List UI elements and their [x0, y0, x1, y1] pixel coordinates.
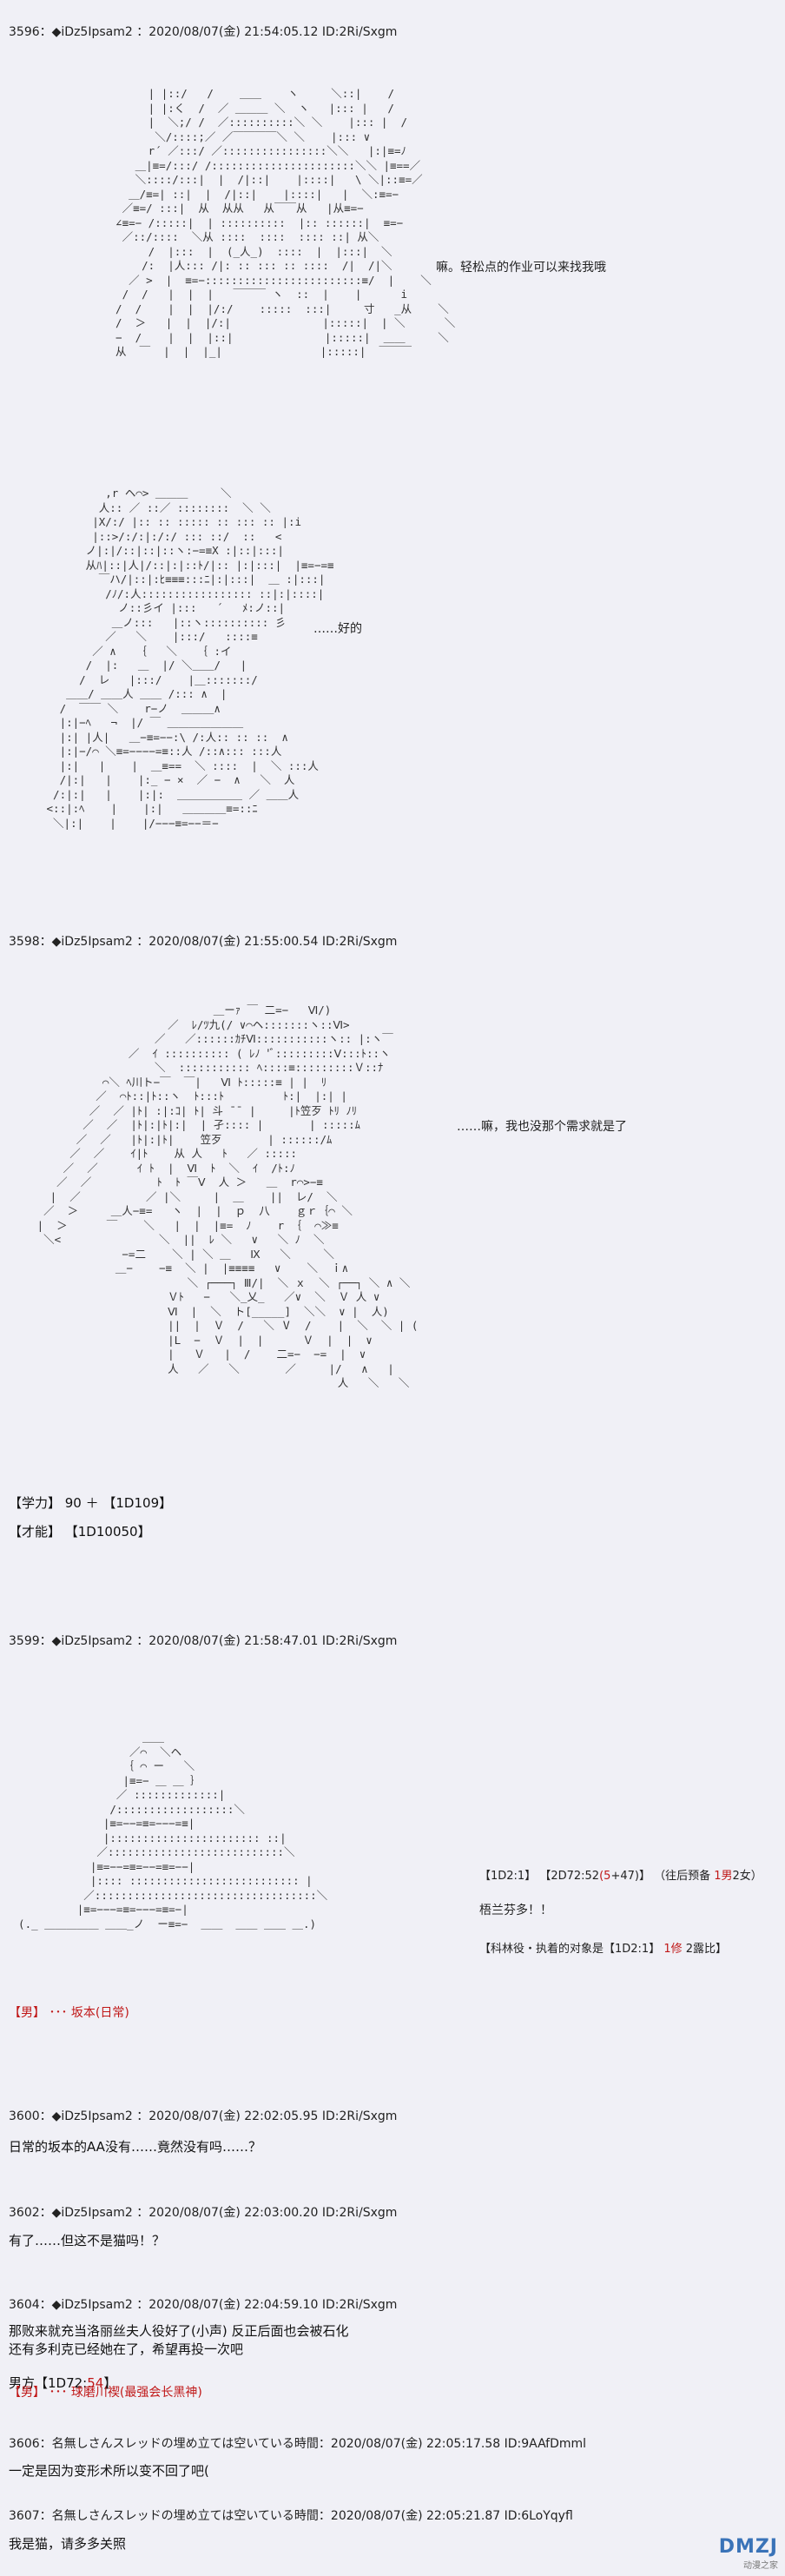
- side-text-3598: ……嘛，我也没那个需求就是了: [457, 1120, 627, 1134]
- dice-roll-male: 1男: [714, 1870, 733, 1883]
- dice-roll-female: 2女: [732, 1870, 751, 1883]
- ascii-art-cat-silhouette: ＿＿ ／⌒ ＼ヘ ｛ ⌒ ー ＼ |≡=− ＿ ＿ ｝ ／ ::::::::::…: [18, 1731, 328, 1930]
- side-text-3596-a: 嘛。轻松点的作业可以来找我哦: [436, 261, 606, 275]
- name-line: 梧兰芬多！！: [479, 1904, 552, 1917]
- roll-value-3604: 54: [87, 2375, 104, 2391]
- dice-roll-end: ）: [750, 1870, 762, 1883]
- post-header-3600: 3600：◆iDz5Ipsam2 ：2020/08/07(金) 22:02:05…: [9, 2109, 398, 2123]
- post-header-3606: 3606：名無しさんスレッドの埋め立ては空いている時間：2020/08/07(金…: [9, 2437, 587, 2451]
- post-body-3604-2: 还有多利克已经她在了，希望再投一次吧: [9, 2341, 244, 2357]
- ascii-art-hooded-figure: | |::/ / ＿＿ ヽ ＼::| / | |:く / ／ ＿＿＿ ＼ ヽ |…: [115, 87, 456, 358]
- watermark-logo-text: DMZJ: [718, 2536, 778, 2558]
- target-prefix: 【科林役・执着的对象是【1D2:1】: [479, 1943, 664, 1956]
- roll-prefix-3604: 男方【1D72:: [9, 2375, 88, 2391]
- post-body-3606: 一定是因为变形术所以变不回了吧(: [9, 2463, 209, 2479]
- post-body-3604-3: 男方【1D72:54】: [9, 2358, 116, 2392]
- post-body-3604-1: 那败来就充当洛丽丝夫人役好了(小声) 反正后面也会被石化: [9, 2323, 349, 2339]
- ascii-art-boy-with-bat: ＿ーｧ ￣ 二=− Ⅵ/) ／ ﾚ/ﾂ九(/ ∨⌒ヘ:::::::ヽ::Ⅵ> ／…: [36, 1003, 419, 1389]
- post-header-3604: 3604：◆iDz5Ipsam2 ：2020/08/07(金) 22:04:59…: [9, 2298, 398, 2312]
- post-body-3607: 我是猫，请多多关照: [9, 2536, 127, 2552]
- dice-roll-prefix: 【1D2:1】 【2D72:52: [479, 1870, 600, 1883]
- post-header-3599: 3599：◆iDz5Ipsam2 ：2020/08/07(金) 21:58:47…: [9, 1634, 398, 1648]
- stat-academic: 【学力】 90 ＋ 【1D109】: [9, 1495, 173, 1511]
- post-header-3598: 3598：◆iDz5Ipsam2 ：2020/08/07(金) 21:55:00…: [9, 935, 398, 949]
- ascii-art-seated-girl: ,r ヘ⌒> ＿＿＿ ＼ 人:: ／ ::／ :::::::: ＼ ＼ |X/:…: [46, 487, 334, 830]
- side-text-3596-b: ……好的: [313, 622, 362, 636]
- post-body-3602: 有了……但这不是猫吗！？: [9, 2233, 166, 2248]
- male-tag-3599: 【男】 ･･･ 坂本(日常): [9, 2006, 129, 2020]
- stat-talent: 【才能】 【1D10050】: [9, 1524, 151, 1540]
- target-option-2: 2露比: [682, 1943, 716, 1956]
- dice-roll-line: 【1D2:1】 【2D72:52(5+47)】 （往后预备 1男2女）: [479, 1853, 762, 1883]
- dice-roll-suffix: +47)】 （往后预备: [610, 1870, 715, 1883]
- post-body-3600: 日常的坂本的AA没有……竟然没有吗……？: [9, 2139, 261, 2155]
- watermark-sub-text: 动漫之家: [743, 2561, 778, 2571]
- target-option-1: 1修: [663, 1943, 683, 1956]
- roll-end-3604: 】: [103, 2375, 117, 2391]
- post-header-3607: 3607：名無しさんスレッドの埋め立ては空いている時間：2020/08/07(金…: [9, 2509, 573, 2523]
- target-end: 】: [716, 1943, 728, 1956]
- male-tag-3604: 【男】 ･･･ 球磨川禊(最强会长黑神): [9, 2386, 202, 2400]
- site-watermark: DMZJ 动漫之家: [719, 2536, 778, 2571]
- post-header-3602: 3602：◆iDz5Ipsam2 ：2020/08/07(金) 22:03:00…: [9, 2206, 398, 2220]
- dice-roll-mid: (5: [599, 1870, 611, 1883]
- post-header-3596: 3596：◆iDz5Ipsam2 ：2020/08/07(金) 21:54:05…: [9, 25, 398, 39]
- target-line: 【科林役・执着的对象是【1D2:1】 1修 2露比】: [479, 1926, 727, 1956]
